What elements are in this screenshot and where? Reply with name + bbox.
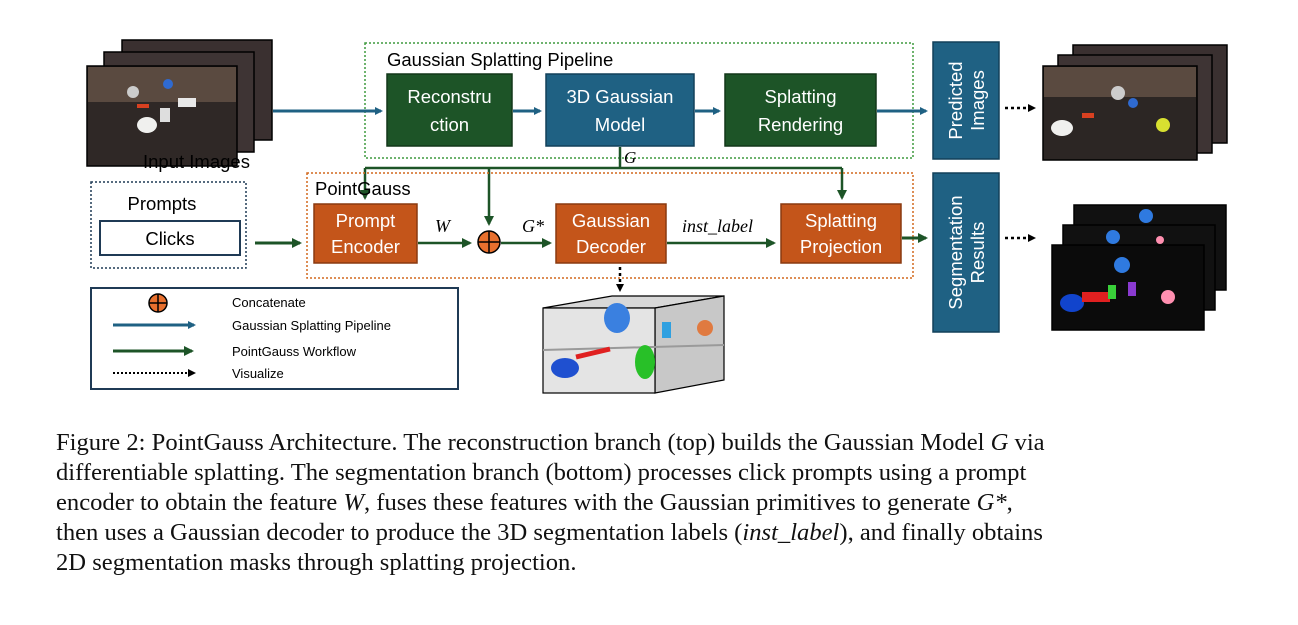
splatting-projection-text-1: Splatting (805, 210, 877, 231)
gaussian-model-text-2: Model (595, 114, 645, 135)
caption-line-1-text: Figure 2: PointGauss Architecture. The r… (56, 429, 991, 456)
segmentation-text-2: Results (967, 222, 988, 284)
splatting-rendering-box: Splatting Rendering (724, 73, 877, 147)
predicted-images-stack (1042, 44, 1228, 161)
pointgauss-frame (306, 172, 914, 279)
figure-caption: Figure 2: PointGauss Architecture. The r… (56, 428, 1256, 578)
legend-concatenate-icon (148, 293, 168, 313)
caption-line-4: then uses a Gaussian decoder to produce … (56, 518, 1256, 548)
caption-line-1-end: via (1008, 429, 1045, 456)
predicted-text-1: Predicted (945, 61, 966, 139)
caption-var-inst-label: inst_label (742, 519, 840, 546)
caption-line-2: differentiable splatting. The segmentati… (56, 459, 1027, 486)
caption-line-4-text: then uses a Gaussian decoder to produce … (56, 519, 743, 546)
caption-line-3: encoder to obtain the feature W, fuses t… (56, 488, 1256, 518)
legend-visualize-label: Visualize (232, 366, 284, 381)
gaussian-decoder-box: Gaussian Decoder (555, 203, 667, 264)
caption-line-1: Figure 2: PointGauss Architecture. The r… (56, 428, 1256, 458)
concatenate-icon (477, 230, 501, 254)
gstar-label: G* (522, 216, 544, 236)
predicted-text-2: Images (967, 70, 988, 131)
caption-line-4-end: ), and finally obtains (839, 519, 1043, 546)
reconstruction-box: Reconstru ction (386, 73, 513, 147)
legend-pipeline-label: Gaussian Splatting Pipeline (232, 318, 391, 333)
input-images-stack (86, 39, 273, 167)
caption-var-gstar: G* (976, 489, 1007, 516)
gaussian-model-text-1: 3D Gaussian (567, 86, 674, 107)
caption-var-w: W (343, 489, 364, 516)
point-cloud-3d (542, 295, 725, 394)
w-label: W (435, 216, 452, 236)
prompt-encoder-box: Prompt Encoder (313, 203, 418, 264)
prompts-frame (90, 181, 247, 269)
caption-line-3-text: encoder to obtain the feature (56, 489, 344, 516)
pipeline-frame (364, 42, 914, 159)
legend-concatenate-label: Concatenate (232, 295, 306, 310)
reconstruction-text-1: Reconstru (407, 86, 491, 107)
inst-label: inst_label (682, 216, 753, 236)
segmentation-results-stack (1051, 204, 1227, 331)
clicks-box (99, 220, 241, 256)
prompt-encoder-text-1: Prompt (336, 210, 396, 231)
pipeline-title: Gaussian Splatting Pipeline (387, 49, 613, 70)
pointgauss-title: PointGauss (315, 178, 411, 199)
segmentation-text-1: Segmentation (945, 195, 966, 309)
predicted-images-box: Predicted Images (932, 41, 1000, 160)
segmentation-results-box: Segmentation Results (932, 172, 1000, 333)
splatting-projection-box: Splatting Projection (780, 203, 902, 264)
input-images-label: Input Images (143, 151, 250, 172)
architecture-diagram: Input Images Gaussian Splatting Pipeline… (86, 39, 1228, 394)
caption-line-5: 2D segmentation masks through splatting … (56, 549, 577, 576)
splatting-rendering-text-1: Splatting (765, 86, 837, 107)
splatting-projection-text-2: Projection (800, 236, 882, 257)
gaussian-model-box: 3D Gaussian Model (545, 73, 695, 147)
clicks-label: Clicks (145, 228, 194, 249)
prompts-label: Prompts (128, 193, 197, 214)
g-label: G (624, 148, 636, 167)
gaussian-decoder-text-2: Decoder (576, 236, 646, 257)
caption-line-3-mid: , fuses these features with the Gaussian… (363, 489, 977, 516)
splatting-rendering-text-2: Rendering (758, 114, 843, 135)
reconstruction-text-2: ction (430, 114, 469, 135)
gaussian-decoder-text-1: Gaussian (572, 210, 650, 231)
prompt-encoder-text-2: Encoder (331, 236, 400, 257)
caption-var-g: G (990, 429, 1009, 456)
legend-workflow-label: PointGauss Workflow (232, 344, 357, 359)
caption-line-3-end: , (1006, 489, 1013, 516)
